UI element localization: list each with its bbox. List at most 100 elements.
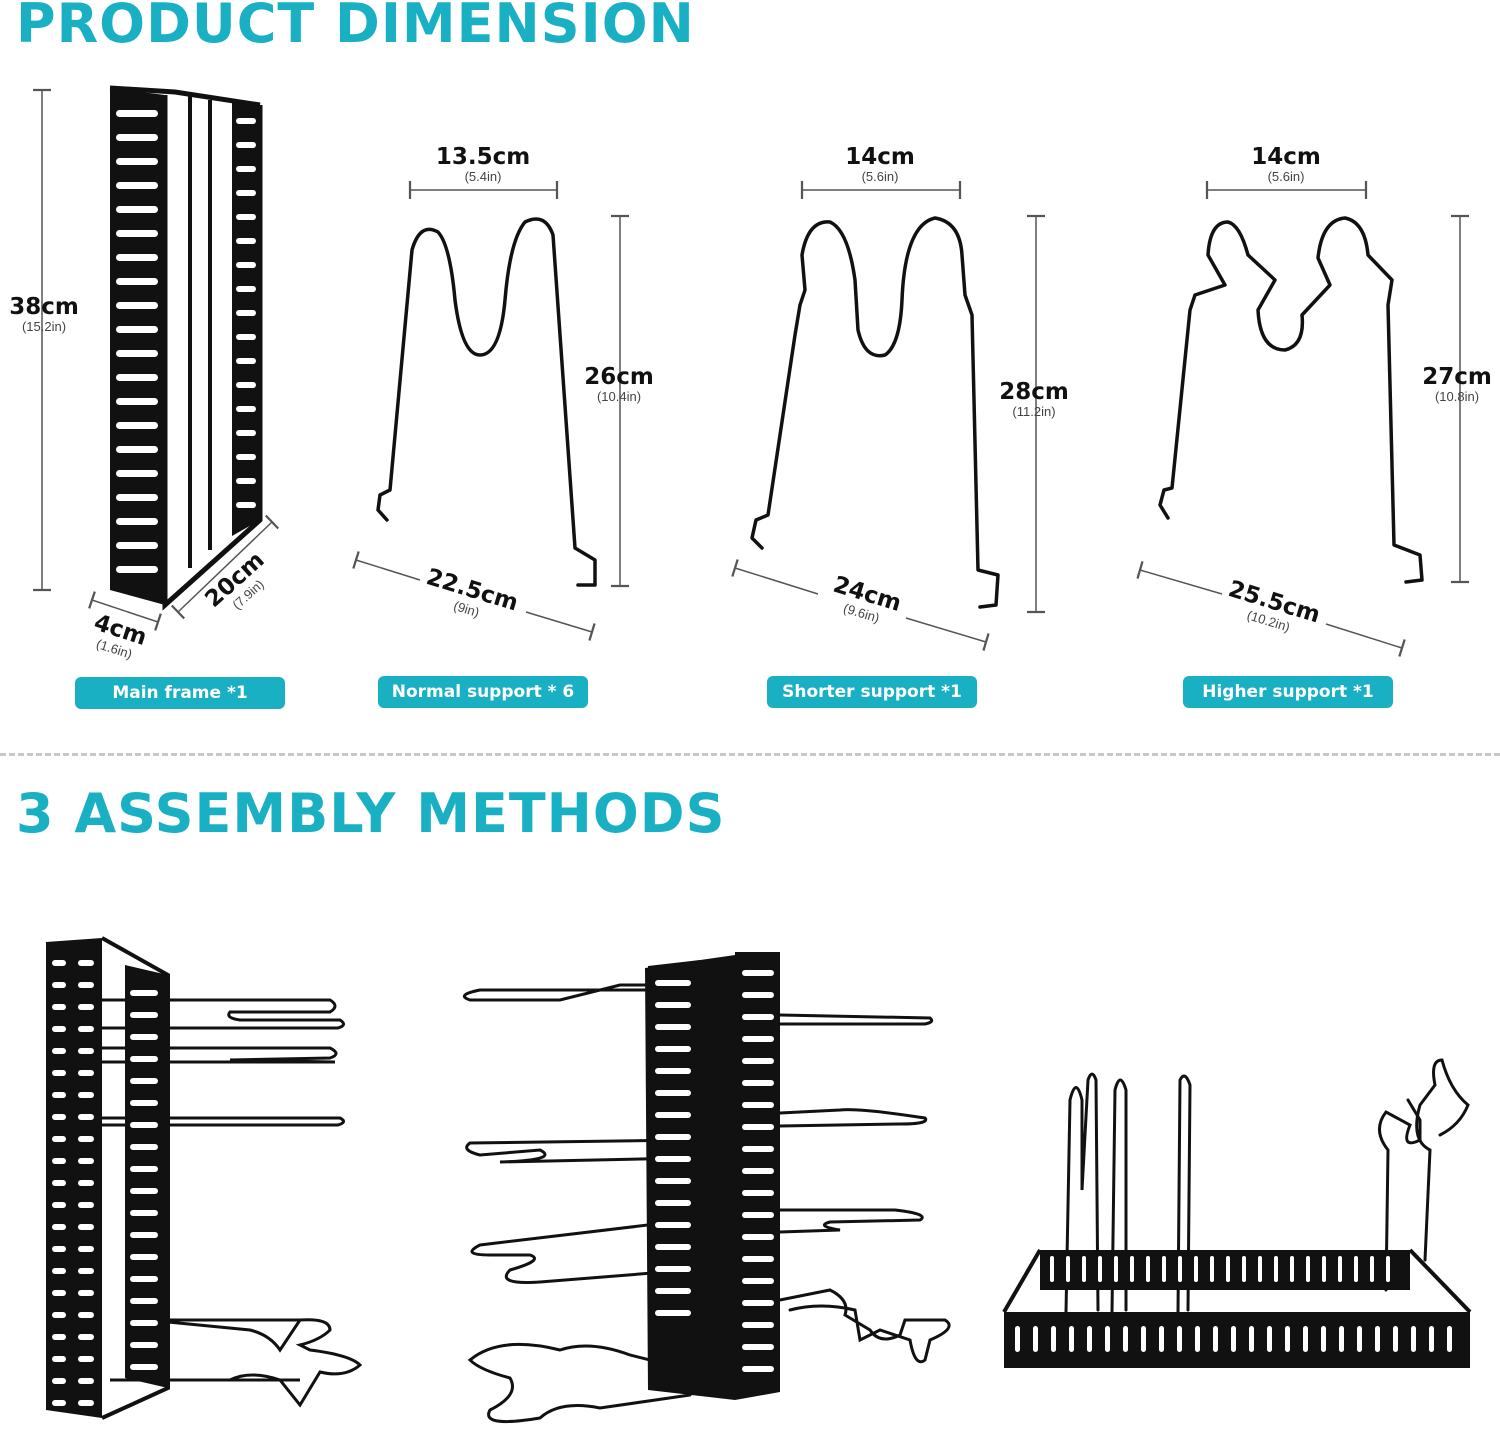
higher-support-top-label: 14cm(5.6in) [1251,144,1321,184]
panel-slot [116,470,158,477]
panel-slot [655,980,691,986]
panel-slot [1213,1326,1218,1352]
panel-slot [116,182,158,189]
panel-slot [116,422,158,429]
higher-support-wire [1158,216,1424,584]
panel-slot [52,1026,66,1032]
panel-slot [52,1092,66,1098]
panel-slot [1105,1326,1110,1352]
panel-slot [52,1224,66,1230]
panel-slot [116,158,158,165]
panel-slot [130,990,158,996]
panel-slot [78,1004,94,1010]
panel-slot [78,1224,94,1230]
panel-slot [1130,1256,1134,1282]
panel-slot [116,566,158,573]
higher-support-height-label: 27cm(10.8in) [1422,364,1492,404]
panel-slot [78,1312,94,1318]
panel-slot [116,134,158,141]
panel-slot [116,278,158,285]
panel-slot [236,262,256,268]
panel-slot [1123,1326,1128,1352]
panel-slot [130,1034,158,1040]
main-frame-drawing [109,85,263,611]
panel-slot [236,502,256,508]
panel-slot [742,1366,774,1372]
panel-slot [742,1322,774,1328]
panel-slot [742,1256,774,1262]
panel-slot [742,1190,774,1196]
panel-slot [1069,1326,1074,1352]
panel-slot [78,1048,94,1054]
panel-slot [1258,1256,1262,1282]
panel-slot [116,518,158,525]
panel-slot [1290,1256,1294,1282]
panel-slot [52,1334,66,1340]
assembly-method-1-drawing [46,936,363,1420]
panel-slot [742,992,774,998]
panel-slot [1429,1326,1434,1352]
panel-slot [78,1092,94,1098]
panel-slot [1159,1326,1164,1352]
panel-slot [236,430,256,436]
panel-slot [52,1356,66,1362]
panel-slot [78,1268,94,1274]
panel-slot [116,398,158,405]
panel-slot [742,1058,774,1064]
panel-slot [1082,1256,1086,1282]
panel-slot [655,1156,691,1162]
panel-slot [52,1114,66,1120]
higher-support-badge: Higher support *1 [1183,676,1393,708]
panel-slot [742,1344,774,1350]
normal-support-top-label: 13.5cm(5.4in) [435,144,531,184]
panel-slot [1386,1256,1390,1282]
panel-slot [742,1278,774,1284]
panel-slot [655,1112,691,1118]
panel-slot [1146,1256,1150,1282]
panel-slot [116,494,158,501]
panel-slot [130,1056,158,1062]
panel-slot [1303,1326,1308,1352]
panel-slot [130,1364,158,1370]
panel-slot [742,970,774,976]
panel-slot [742,1124,774,1130]
panel-slot [655,1200,691,1206]
panel-slot [236,142,256,148]
panel-slot [78,1026,94,1032]
panel-slot [1274,1256,1278,1282]
panel-slot [130,1232,158,1238]
panel-slot [742,1212,774,1218]
panel-slot [130,1298,158,1304]
panel-slot [1242,1256,1246,1282]
panel-slot [1066,1256,1070,1282]
panel-slot [1141,1326,1146,1352]
panel-slot [78,1246,94,1252]
panel-slot [52,1070,66,1076]
panel-slot [52,1400,66,1406]
panel-slot [655,1266,691,1272]
panel-slot [1267,1326,1272,1352]
panel-slot [236,310,256,316]
normal-support-wire [376,217,597,587]
panel-slot [78,960,94,966]
panel-slot [1050,1256,1054,1282]
panel-slot [130,1342,158,1348]
panel-slot [116,350,158,357]
panel-slot [1321,1326,1326,1352]
normal-support-badge: Normal support * 6 [378,676,588,708]
panel-slot [52,1312,66,1318]
panel-slot [655,1134,691,1140]
shorter-support-badge: Shorter support *1 [767,676,977,708]
panel-slot [1195,1326,1200,1352]
panel-slot [1114,1256,1118,1282]
panel-slot [1285,1326,1290,1352]
main-frame-badge: Main frame *1 [75,677,285,709]
panel-slot [1375,1326,1380,1352]
panel-slot [1339,1326,1344,1352]
normal-support-dimension-lines [352,181,629,641]
panel-slot [52,960,66,966]
panel-slot [655,1046,691,1052]
panel-slot [655,1310,691,1316]
panel-slot [130,1078,158,1084]
panel-slot [130,1210,158,1216]
